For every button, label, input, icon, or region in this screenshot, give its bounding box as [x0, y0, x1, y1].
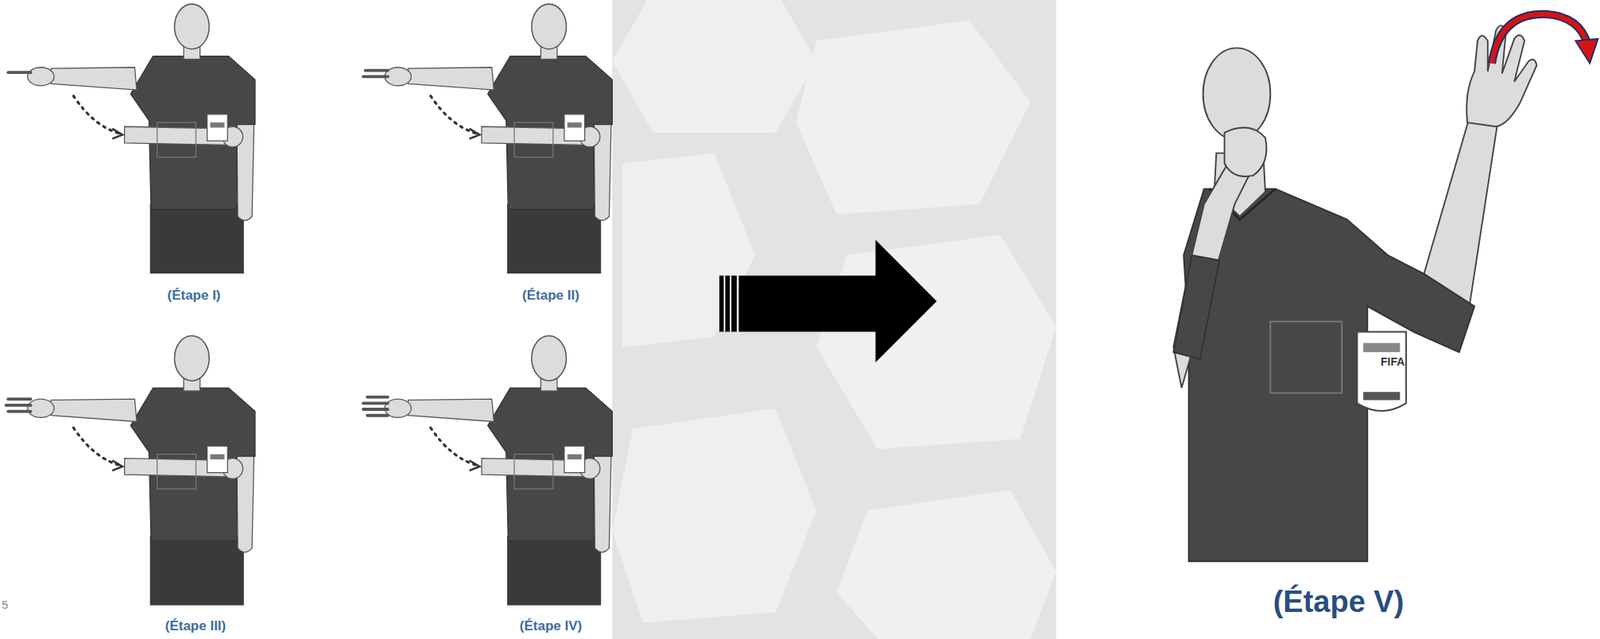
hexagon — [816, 234, 1057, 450]
step-caption-box: (Étape IV) — [483, 614, 619, 639]
step-label: (Étape III) — [165, 618, 227, 635]
rotation-arc-outline — [1491, 14, 1589, 64]
step-caption-box: (Étape V) — [1211, 581, 1466, 622]
head — [1203, 47, 1271, 140]
step-caption-box: (Étape III) — [127, 614, 264, 639]
step-caption-box: (Étape I) — [126, 283, 262, 308]
step-label: (Étape V) — [1273, 584, 1405, 620]
rotation-arrow — [1491, 14, 1599, 64]
badge — [1356, 331, 1407, 411]
arm — [1423, 117, 1499, 307]
hexagon — [612, 408, 817, 624]
hexagon — [612, 0, 817, 133]
step-label: (Étape I) — [166, 287, 221, 304]
step-label: (Étape II) — [522, 287, 580, 304]
arrow-stripe — [724, 275, 726, 333]
arrow-stripe — [729, 275, 732, 333]
fingers — [6, 70, 388, 416]
finger — [363, 74, 388, 78]
finger — [7, 397, 31, 401]
background-pattern — [612, 0, 1056, 639]
block-arrow — [719, 240, 937, 363]
badge-stripe — [1363, 391, 1400, 400]
rotation-arc — [1491, 14, 1589, 64]
referee-figure — [27, 3, 256, 274]
finger — [365, 69, 388, 73]
referee-figure — [27, 336, 256, 606]
hexagon — [836, 489, 1057, 639]
finger — [363, 407, 388, 411]
finger — [367, 414, 388, 418]
shirt — [1183, 189, 1475, 562]
referee-figure — [384, 336, 613, 606]
finger — [363, 401, 388, 405]
fist — [1224, 127, 1267, 177]
slide-number: 5 — [1, 597, 8, 612]
sleeve — [1173, 255, 1220, 360]
arrow-shaft — [738, 275, 878, 333]
badge-mark — [1363, 343, 1400, 353]
arrow-tail — [719, 275, 737, 333]
hexagon — [795, 20, 1031, 215]
arm — [1173, 143, 1260, 388]
finger — [7, 410, 31, 414]
referee-figure — [384, 3, 613, 274]
finger — [6, 403, 31, 407]
step-figures — [6, 3, 613, 605]
referee-figure-large — [1173, 25, 1537, 562]
badge-text: FIFA — [1380, 355, 1405, 369]
rotation-arrowhead — [1575, 38, 1598, 64]
pocket — [1270, 321, 1342, 394]
finger — [367, 395, 388, 400]
arrow-head — [875, 240, 938, 363]
finger — [7, 70, 31, 74]
step-caption-box: (Étape II) — [483, 283, 619, 308]
hexagon — [622, 153, 756, 348]
step-label: (Étape IV) — [519, 618, 582, 635]
